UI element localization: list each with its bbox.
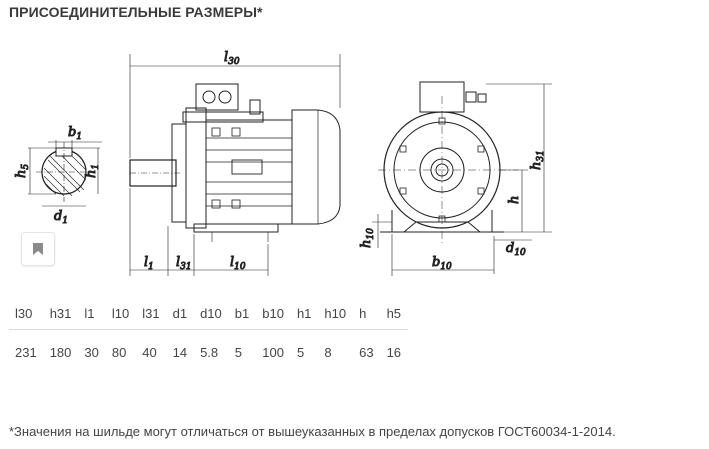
motor-front-view xyxy=(372,81,552,276)
table-header-row: l30 h31 l1 l10 l31 d1 d10 b1 b10 h1 h10 … xyxy=(9,300,409,330)
column-header: d1 xyxy=(166,300,195,330)
table-cell: 63 xyxy=(359,345,374,360)
column-header: b1 xyxy=(228,300,257,330)
label-h: h xyxy=(507,196,522,204)
column-header: l1 xyxy=(78,300,106,330)
label-l30: l30 xyxy=(224,50,240,67)
label-b1: b1 xyxy=(68,125,82,142)
column-header: l30 xyxy=(9,300,44,330)
column-header: l10 xyxy=(105,300,137,330)
table-cell: 5.8 xyxy=(200,345,219,360)
table-cell: 180 xyxy=(49,345,72,360)
label-b10: b10 xyxy=(432,255,452,272)
table-cell: 80 xyxy=(111,345,127,360)
label-h1: h1 xyxy=(84,164,101,178)
dimensions-table: l30 h31 l1 l10 l31 d1 d10 b1 b10 h1 h10 … xyxy=(9,300,409,367)
label-d1: d1 xyxy=(54,209,68,226)
table-cell: 5 xyxy=(234,345,242,360)
label-l31: l31 xyxy=(176,255,192,272)
label-h5: h5 xyxy=(14,164,31,178)
page-title: ПРИСОЕДИНИТЕЛЬНЫЕ РАЗМЕРЫ* xyxy=(9,4,263,20)
table-cell: 30 xyxy=(84,345,99,360)
table-cell: 5 xyxy=(296,345,305,360)
column-header: h1 xyxy=(290,300,319,330)
table-cell: 40 xyxy=(142,345,157,360)
shaft-section xyxy=(28,140,102,207)
table-cell: 100 xyxy=(262,345,284,360)
label-h10: h10 xyxy=(359,228,376,248)
column-header: h xyxy=(353,300,381,330)
column-header: l31 xyxy=(136,300,167,330)
table-cell: 16 xyxy=(386,345,402,360)
label-l1: l1 xyxy=(144,255,154,272)
column-header: h31 xyxy=(43,300,79,330)
table-cell: 14 xyxy=(172,345,188,360)
column-header: h5 xyxy=(380,300,409,330)
bookmark-button[interactable] xyxy=(21,232,55,266)
column-header: b10 xyxy=(256,300,291,330)
table-cell: 231 xyxy=(15,345,37,360)
table-row: 231 180 30 80 40 14 5.8 5 100 5 8 63 16 xyxy=(9,330,408,367)
motor-side-view xyxy=(129,54,341,276)
label-h31: h31 xyxy=(529,150,546,170)
label-d10: d10 xyxy=(506,241,526,258)
motor-dimension-drawing: l30 l1 l31 l10 b1 d1 b10 d10 h5 h1 h10 h… xyxy=(14,50,552,276)
bookmark-icon xyxy=(33,243,43,255)
footnote: *Значения на шильде могут отличаться от … xyxy=(9,424,616,439)
column-header: h10 xyxy=(318,300,354,330)
label-l10: l10 xyxy=(230,255,246,272)
table-cell: 8 xyxy=(324,345,332,360)
column-header: d10 xyxy=(194,300,229,330)
